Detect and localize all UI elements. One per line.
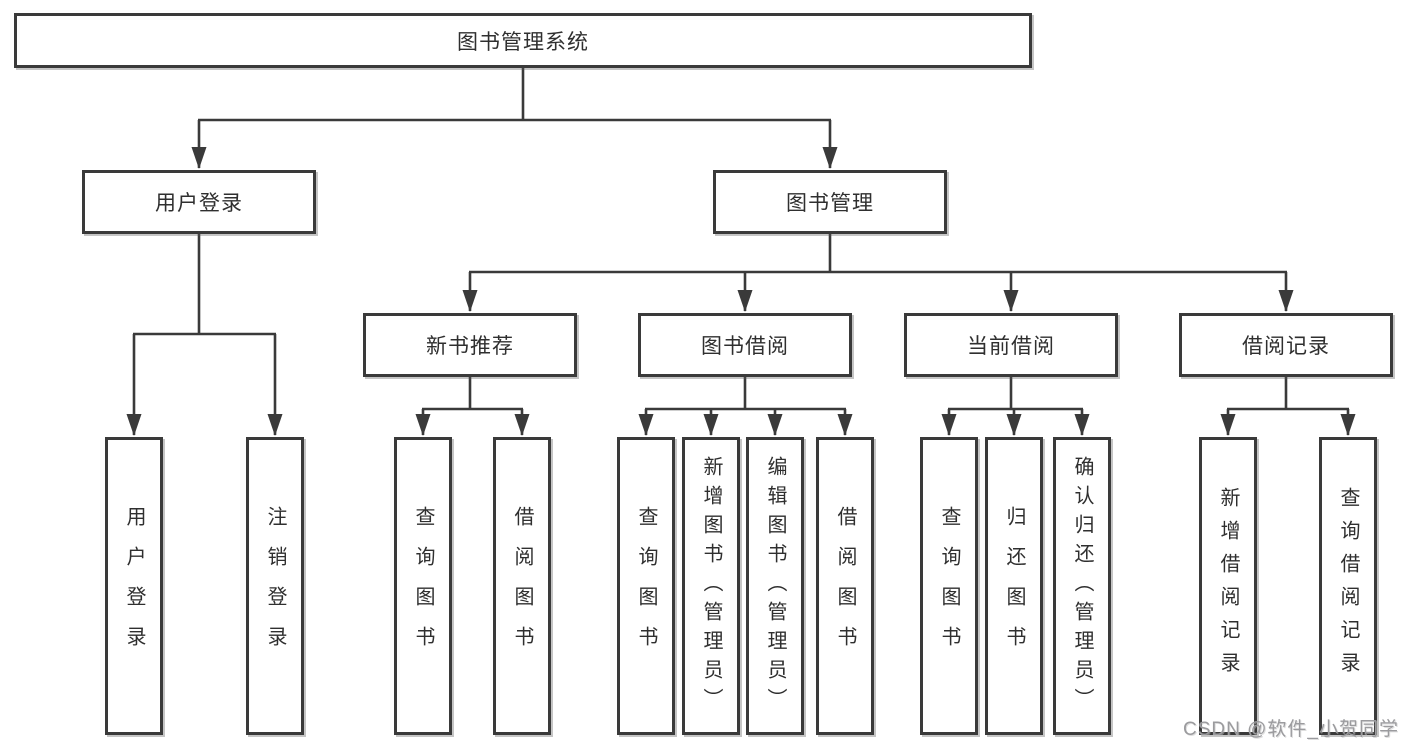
node-label: 新书推荐 xyxy=(426,335,514,358)
leaf-edit-books-admin: 编辑图书（管理员） xyxy=(746,437,804,735)
leaf-label: 归还图书 xyxy=(1003,506,1025,666)
leaf-label: 查询借阅记录 xyxy=(1337,487,1359,685)
node-label: 用户登录 xyxy=(155,192,243,215)
leaf-label: 查询图书 xyxy=(938,506,960,666)
leaf-label: 新增借阅记录 xyxy=(1217,487,1239,685)
node-new-book-recommend: 新书推荐 xyxy=(363,313,577,377)
leaf-label: 查询图书 xyxy=(412,506,434,666)
leaf-label: 查询图书 xyxy=(635,506,657,666)
leaf-borrow-books: 借阅图书 xyxy=(816,437,874,735)
csdn-watermark: CSDN @软件_小贺同学 xyxy=(1183,719,1399,740)
leaf-add-borrow-record: 新增借阅记录 xyxy=(1199,437,1257,735)
node-label: 借阅记录 xyxy=(1242,335,1330,358)
leaf-label: 编辑图书（管理员） xyxy=(764,455,786,717)
leaf-return-books: 归还图书 xyxy=(985,437,1043,735)
node-borrow-records: 借阅记录 xyxy=(1179,313,1393,377)
node-label: 图书管理 xyxy=(786,192,874,215)
leaf-confirm-return-admin: 确认归还（管理员） xyxy=(1053,437,1111,735)
node-root-system: 图书管理系统 xyxy=(14,13,1032,68)
node-user-login: 用户登录 xyxy=(82,170,316,234)
leaf-query-books: 查询图书 xyxy=(617,437,675,735)
leaf-logout: 注销登录 xyxy=(246,437,304,735)
leaf-query-books: 查询图书 xyxy=(920,437,978,735)
leaf-label: 用户登录 xyxy=(123,506,145,666)
node-label: 当前借阅 xyxy=(967,335,1055,358)
leaf-label: 借阅图书 xyxy=(511,506,533,666)
leaf-label: 借阅图书 xyxy=(834,506,856,666)
leaf-user-login: 用户登录 xyxy=(105,437,163,735)
leaf-query-books: 查询图书 xyxy=(394,437,452,735)
node-label: 图书管理系统 xyxy=(457,30,589,54)
leaf-label: 确认归还（管理员） xyxy=(1071,455,1093,717)
leaf-borrow-books: 借阅图书 xyxy=(493,437,551,735)
leaf-label: 新增图书（管理员） xyxy=(700,455,722,717)
node-book-management: 图书管理 xyxy=(713,170,947,234)
node-current-borrow: 当前借阅 xyxy=(904,313,1118,377)
leaf-query-borrow-record: 查询借阅记录 xyxy=(1319,437,1377,735)
node-book-borrow: 图书借阅 xyxy=(638,313,852,377)
leaf-add-books-admin: 新增图书（管理员） xyxy=(682,437,740,735)
node-label: 图书借阅 xyxy=(701,335,789,358)
leaf-label: 注销登录 xyxy=(264,506,286,666)
